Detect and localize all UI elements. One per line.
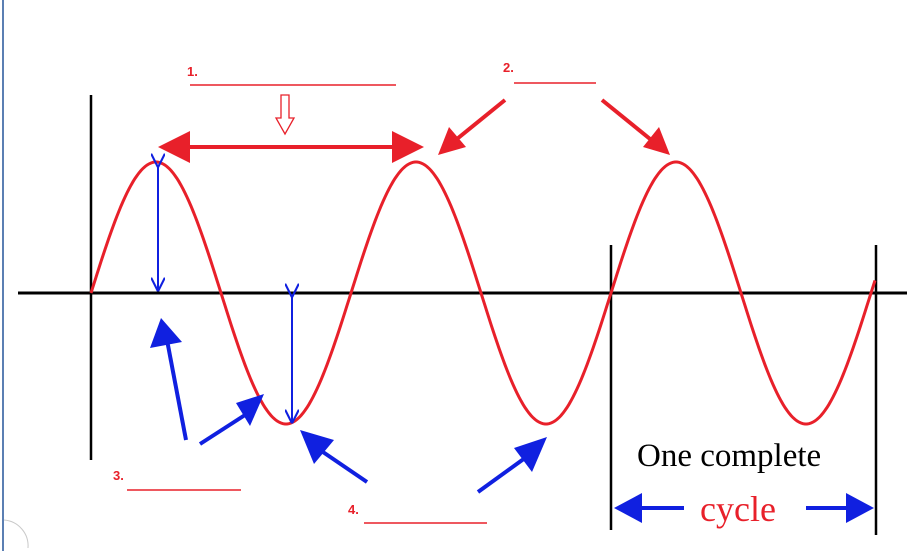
blue-arrow-trough-3 (476, 456, 527, 494)
crest-arrow-left-head (438, 127, 466, 155)
blank-2-number: 2. (503, 60, 514, 75)
blue-arrow-trough-3-head (514, 437, 547, 472)
cycle-arrow-right-head (846, 493, 874, 523)
blank-3-number: 3. (113, 468, 124, 483)
crest-arrow-right-head (643, 127, 670, 155)
cycle-caption-line1: One complete (637, 438, 821, 474)
blank-4-number: 4. (348, 502, 359, 517)
sine-wave (89, 160, 877, 426)
blue-arrow-up-1-head (150, 318, 182, 348)
wavelength-arrow-left-head (158, 131, 190, 163)
blue-arrow-trough-2 (318, 448, 369, 484)
blank-1-number: 1. (187, 64, 198, 79)
wavelength-arrow-right-head (392, 131, 424, 163)
crest-arrow-right (600, 98, 657, 145)
down-arrow-icon (274, 94, 296, 136)
blue-arrow-up-1 (165, 339, 188, 441)
blue-arrow-trough-1 (198, 413, 247, 446)
blue-arrow-trough-1-head (236, 394, 264, 426)
cycle-arrow-left-head (614, 493, 642, 523)
blue-arrow-trough-2-head (300, 430, 334, 464)
crest-arrow-left (450, 98, 507, 145)
watermark-arc (3, 519, 29, 549)
cycle-caption-line2: cycle (700, 489, 776, 529)
